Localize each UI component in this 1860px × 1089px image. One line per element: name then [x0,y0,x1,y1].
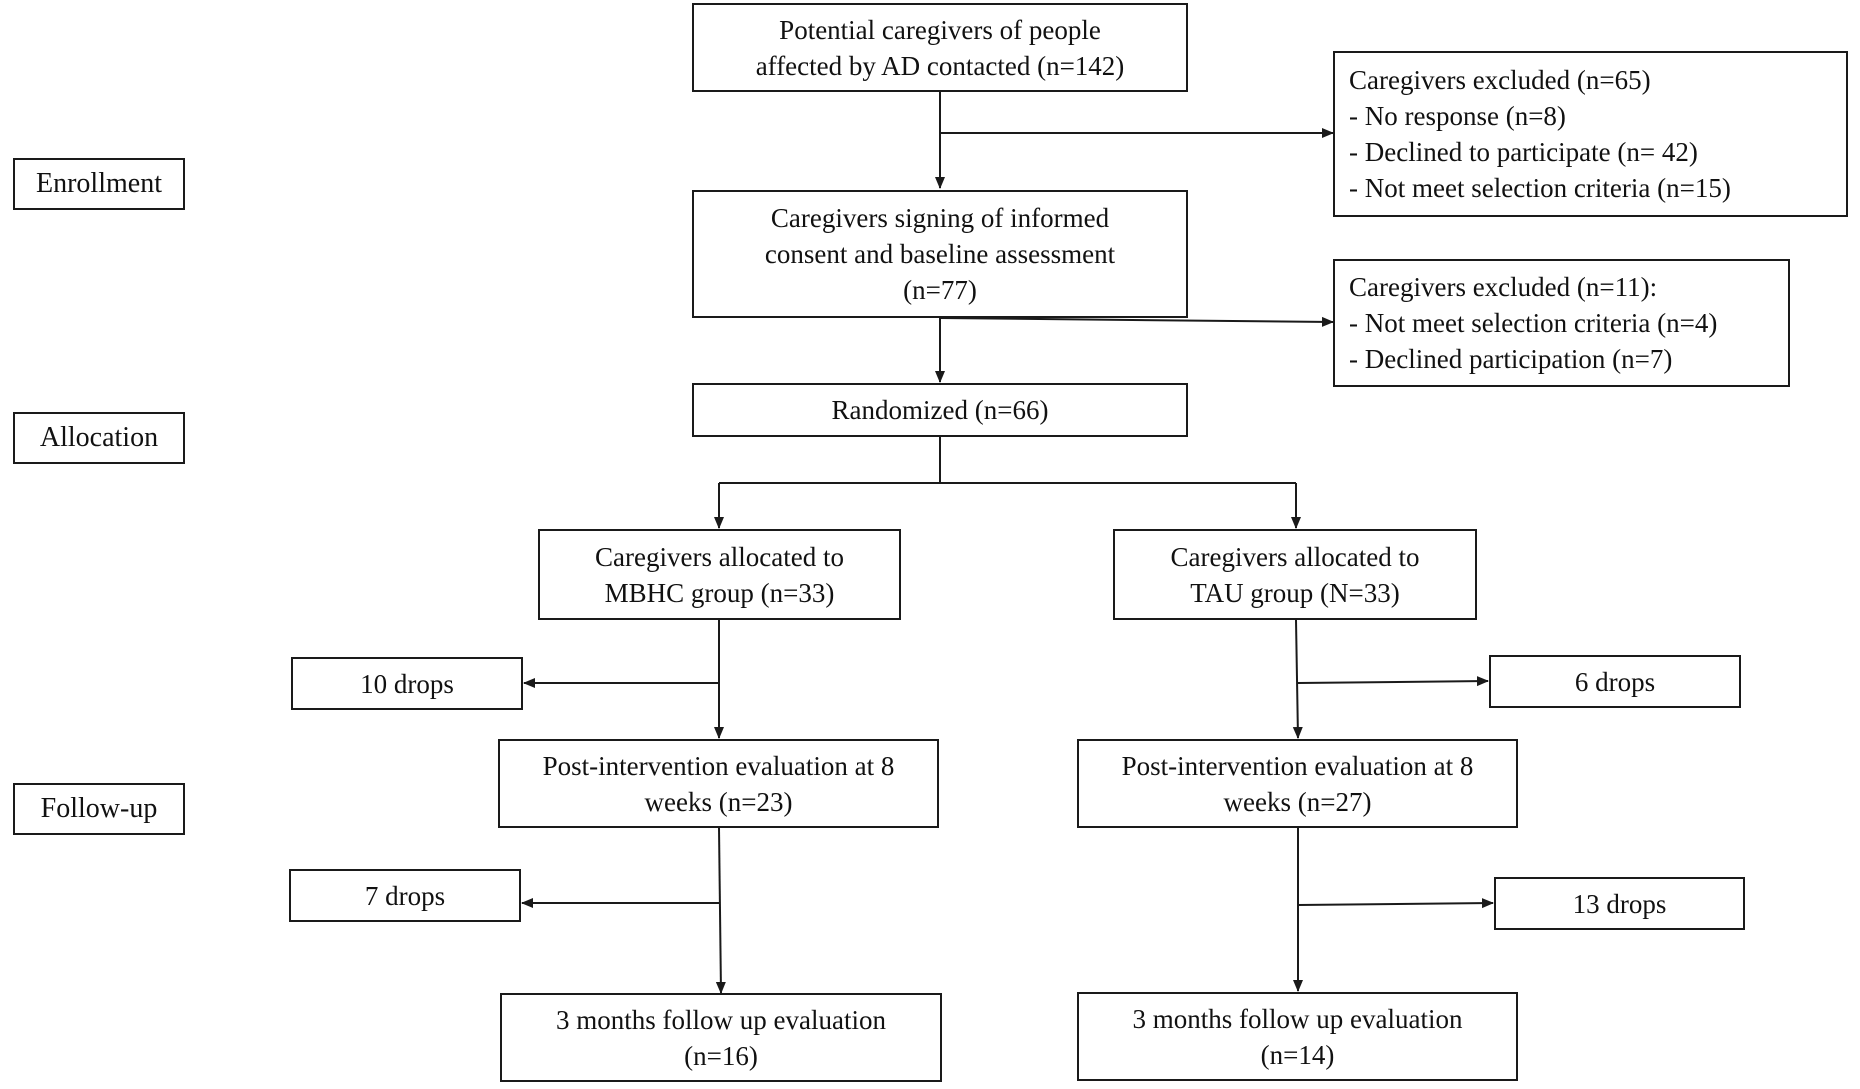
box-line: Caregivers excluded (n=65) [1349,65,1651,95]
box-tau-drops-1: 6 drops [1489,655,1741,708]
arrow-mbhc-post-to-followup [715,827,726,994]
box-line: 3 months follow up evaluation [1132,1003,1463,1034]
box-mbhc-followup: 3 months follow up evaluation (n=16) [500,993,942,1082]
stage-label-follow-up: Follow-up [13,783,185,835]
box-mbhc-drops-2: 7 drops [289,869,521,922]
box-line: Post-intervention evaluation at 8 [542,750,895,781]
box-line: - No response (n=8) [1349,101,1566,131]
box-line: - Declined to participate (n= 42) [1349,137,1698,167]
arrow-tau-drops-1 [1297,676,1489,687]
box-line: Caregivers excluded (n=11): [1349,272,1658,302]
box-tau-group: Caregivers allocated to TAU group (N=33) [1113,529,1477,620]
box-line: TAU group (N=33) [1190,577,1400,608]
stage-label-text: Allocation [39,422,159,453]
box-mbhc-group: Caregivers allocated to MBHC group (n=33… [538,529,901,620]
box-line: weeks (n=27) [1223,786,1372,817]
box-line: (n=16) [684,1040,758,1071]
stage-label-allocation: Allocation [13,412,185,464]
box-line: MBHC group (n=33) [604,577,835,608]
box-line: (n=77) [903,275,977,305]
box-line: 3 months follow up evaluation [556,1004,886,1035]
box-excluded-2: Caregivers excluded (n=11): - Not meet s… [1333,259,1790,387]
box-line: Caregivers allocated to [1170,541,1420,572]
arrow-tau-to-post [1292,619,1303,739]
box-line: consent and baseline assessment [764,239,1116,269]
box-line: affected by AD contacted (n=142) [755,50,1125,81]
box-line: Caregivers allocated to [595,541,844,572]
box-mbhc-drops-1: 10 drops [291,657,523,710]
stage-label-enrollment: Enrollment [13,158,185,210]
arrow-tau-drops-2 [1297,898,1494,909]
box-line: - Declined participation (n=7) [1349,344,1673,374]
stage-label-text: Enrollment [36,168,162,199]
box-excluded-1: Caregivers excluded (n=65) - No response… [1333,51,1848,217]
box-line: - Not meet selection criteria (n=4) [1349,308,1718,338]
box-tau-post: Post-intervention evaluation at 8 weeks … [1077,739,1518,828]
box-line: - Not meet selection criteria (n=15) [1349,173,1731,203]
box-line: weeks (n=23) [644,786,793,817]
box-line: 6 drops [1574,666,1656,697]
box-tau-followup: 3 months follow up evaluation (n=14) [1077,992,1518,1081]
stage-label-text: Follow-up [40,793,158,824]
box-line: 7 drops [364,880,446,911]
box-line: Post-intervention evaluation at 8 [1121,750,1474,781]
box-line: (n=14) [1260,1039,1335,1070]
box-line: Potential caregivers of people [779,14,1101,45]
box-line: 13 drops [1572,888,1667,919]
box-line: Randomized (n=66) [831,395,1049,425]
box-tau-drops-2: 13 drops [1494,877,1745,930]
box-randomized: Randomized (n=66) [692,383,1188,437]
box-contacted: Potential caregivers of people affected … [692,3,1188,92]
box-mbhc-post: Post-intervention evaluation at 8 weeks … [498,739,939,828]
arrow-to-excluded-2 [939,316,1334,327]
box-line: 10 drops [360,668,454,699]
box-consent: Caregivers signing of informed consent a… [692,190,1188,318]
box-line: Caregivers signing of informed [770,203,1110,233]
